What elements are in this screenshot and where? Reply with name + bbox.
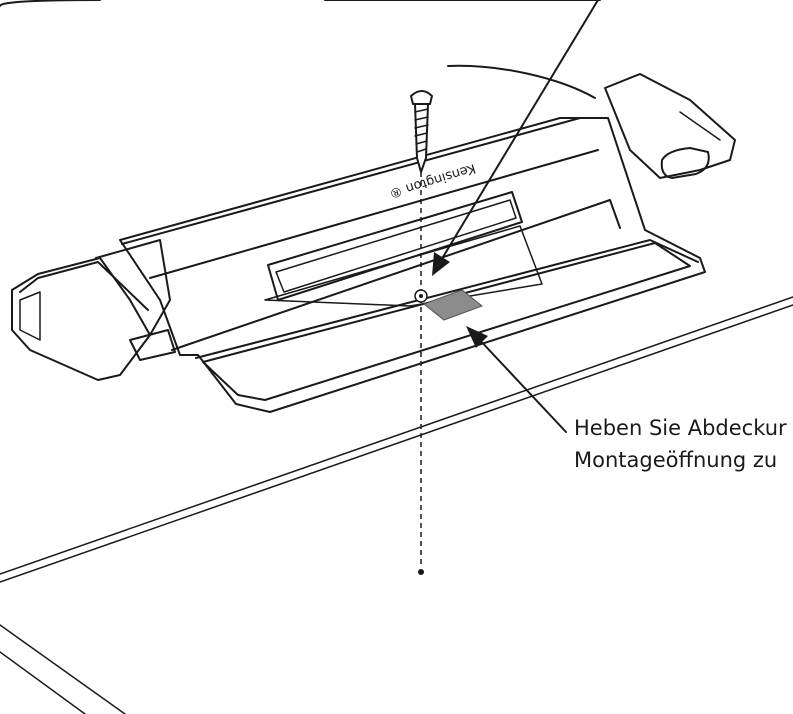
dock-recess — [264, 225, 543, 307]
left-end-connector — [95, 239, 171, 336]
screw-thread-3 — [414, 124, 429, 129]
screw-hole-center — [419, 294, 423, 298]
desk-top-edge — [0, 296, 793, 575]
screw-head — [410, 90, 433, 105]
arrow-top-shaft — [439, 0, 599, 263]
dock-base-line — [195, 239, 699, 359]
cover-tab — [422, 289, 484, 321]
desk-front-edge — [0, 304, 793, 583]
screw-thread-5 — [415, 140, 428, 145]
callout-line-1: Heben Sie Abdeckur — [574, 416, 787, 440]
arrow-top-head — [432, 252, 450, 276]
dock-top-ridge — [121, 117, 581, 245]
right-end-cap — [604, 73, 736, 179]
screw-thread-1 — [414, 108, 429, 113]
callout-label: Heben Sie Abdeckur Montageöffnung zu — [574, 412, 787, 476]
desk-side-line-2 — [0, 651, 86, 714]
screw-thread-6 — [416, 148, 427, 153]
dock-front-face — [171, 199, 621, 351]
callout-line-2: Montageöffnung zu — [574, 448, 778, 472]
dock-slot-inner — [275, 199, 517, 293]
dock-body — [119, 117, 706, 413]
dock-top-edge — [149, 149, 599, 279]
top-frame-left — [0, 0, 101, 7]
right-foot — [660, 147, 710, 179]
right-end-cap-slot — [679, 111, 721, 141]
screw-shank — [414, 103, 429, 173]
dock-slot — [267, 191, 523, 301]
left-end-cap — [11, 257, 151, 381]
mount-point — [418, 569, 424, 575]
screw-thread-2 — [414, 116, 429, 121]
left-end-cap-face — [19, 291, 41, 341]
cable — [447, 64, 596, 99]
left-foot — [129, 329, 176, 361]
screw-thread-4 — [414, 132, 428, 137]
arrow-callout-head — [466, 326, 488, 348]
desk-side-line-1 — [0, 624, 126, 714]
left-end-cap-top — [19, 261, 149, 311]
arrow-callout-shaft — [475, 335, 567, 433]
